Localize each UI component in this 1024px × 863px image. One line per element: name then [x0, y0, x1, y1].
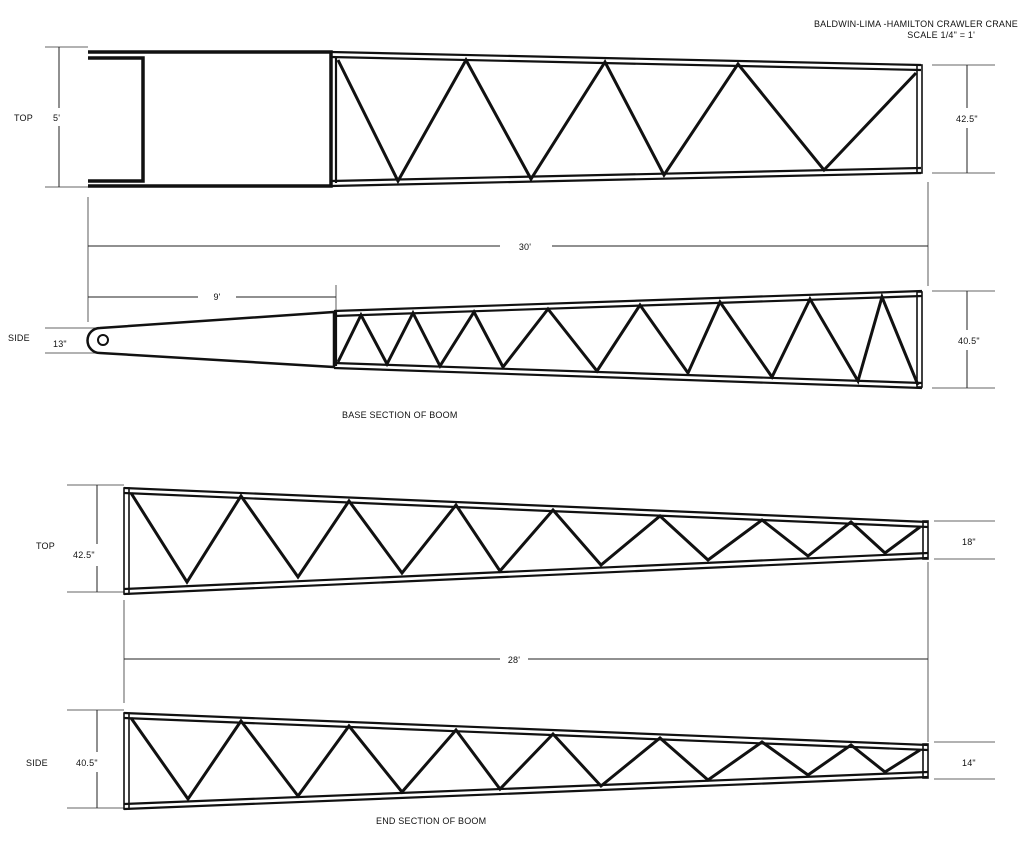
base-top-left-width: 5'	[53, 113, 60, 123]
end-side-truss	[123, 711, 929, 811]
base-foot-length: 9'	[213, 292, 220, 302]
end-top-left-width: 42.5"	[73, 550, 95, 560]
end-top-left-dimension	[67, 484, 124, 593]
base-top-left-dimension	[45, 46, 88, 188]
base-side-truss	[333, 289, 923, 390]
base-overall-length-dimension	[87, 182, 929, 322]
base-top-view: TOP 5' 42.5"	[14, 46, 995, 188]
base-side-view: SIDE 13" 40.5"	[8, 289, 995, 390]
base-side-right-height: 40.5"	[958, 336, 980, 346]
base-top-view-label: TOP	[14, 113, 33, 123]
end-overall-length-dimension	[123, 562, 929, 742]
base-side-left-dimension	[45, 327, 102, 354]
end-top-view-label: TOP	[36, 541, 55, 551]
drawing-title: BALDWIN-LIMA -HAMILTON CRAWLER CRANE	[814, 19, 1018, 29]
end-side-view: SIDE 40.5" 14"	[26, 709, 995, 811]
end-side-view-label: SIDE	[26, 758, 48, 768]
foot-pin-hole	[97, 334, 109, 346]
end-top-truss	[123, 486, 929, 596]
base-section-caption: BASE SECTION OF BOOM	[342, 410, 458, 420]
base-top-right-dimension	[932, 64, 995, 174]
end-side-left-height: 40.5"	[76, 758, 98, 768]
base-foot-length-dimension	[88, 285, 337, 312]
end-top-right-dimension	[934, 520, 995, 560]
end-top-right-width: 18"	[962, 537, 976, 547]
end-side-left-dimension	[67, 709, 124, 809]
end-overall-length: 28'	[508, 655, 520, 665]
drawing-scale: SCALE 1/4" = 1'	[907, 30, 975, 40]
base-side-view-label: SIDE	[8, 333, 30, 343]
base-side-foot	[86, 310, 336, 369]
base-top-right-width: 42.5"	[956, 114, 978, 124]
end-section-caption: END SECTION OF BOOM	[376, 816, 486, 826]
end-top-view: TOP 42.5" 18"	[36, 484, 995, 596]
end-side-right-height: 14"	[962, 758, 976, 768]
base-overall-length: 30'	[519, 242, 531, 252]
base-top-truss	[330, 50, 923, 188]
base-side-left-height: 13"	[53, 339, 67, 349]
base-top-foot-frame	[88, 50, 333, 188]
base-side-right-dimension	[932, 290, 995, 389]
end-side-right-dimension	[934, 741, 995, 780]
